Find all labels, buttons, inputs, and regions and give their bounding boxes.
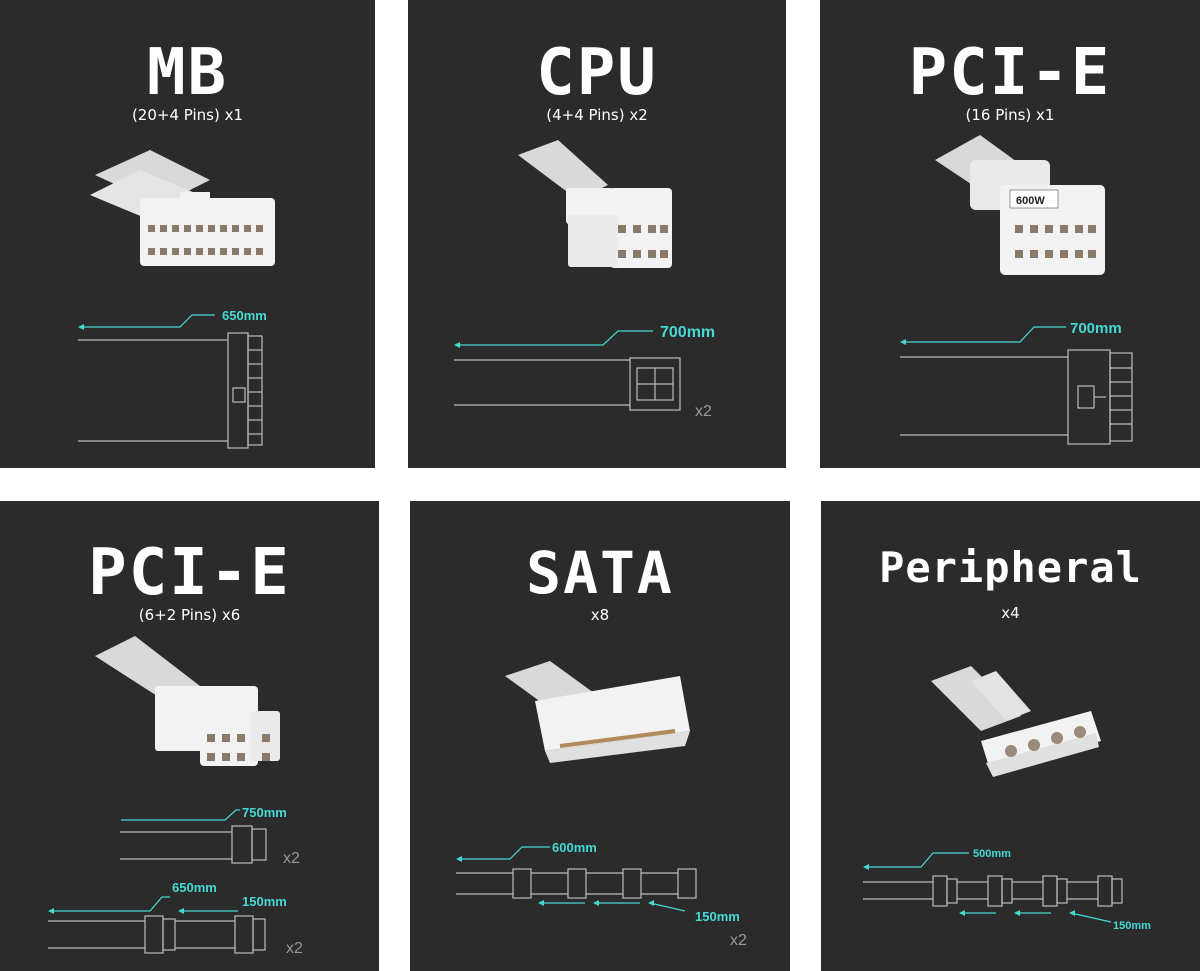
- peripheral-diagram: 500mm 150mm: [863, 666, 1151, 932]
- pcie-16pin-diagram: 600W 700mm: [900, 135, 1133, 445]
- panel-cpu: CPU (4+4 Pins) x2 700mm x2: [408, 0, 786, 468]
- length-arrow: [80, 314, 215, 328]
- quantity-label: x2: [283, 850, 300, 867]
- connector-label: 600W: [1016, 195, 1045, 207]
- panel-title: CPU: [536, 36, 658, 110]
- panel-title: PCI-E: [88, 536, 291, 610]
- panel-pcie-8pin: PCI-E (6+2 Pins) x6 750mm 650mm 150mm: [0, 501, 379, 971]
- atx-24pin-connector-icon: [90, 150, 275, 266]
- panel-subtitle: (20+4 Pins) x1: [131, 106, 244, 124]
- quantity-label: x2: [286, 940, 303, 957]
- quantity-label: x2: [730, 932, 747, 949]
- panel-pcie-16pin: PCI-E (16 Pins) x1 600W 700mm: [820, 0, 1200, 468]
- panel-subtitle: x8: [590, 606, 610, 624]
- panel-title: SATA: [526, 539, 674, 607]
- length-label: 700mm: [1070, 320, 1122, 337]
- 12vhpwr-connector-icon: 600W: [935, 135, 1105, 275]
- length-label: 150mm: [1113, 920, 1151, 932]
- panel-title: PCI-E: [908, 36, 1112, 110]
- pcie-8pin-diagram: 750mm 650mm 150mm x2 x2: [48, 636, 303, 957]
- length-label: 650mm: [222, 308, 267, 323]
- length-label: 750mm: [242, 805, 287, 820]
- pcie-8pin-connector-icon: [95, 636, 280, 766]
- panel-subtitle: (6+2 Pins) x6: [138, 606, 241, 624]
- length-label: 650mm: [172, 880, 217, 895]
- panel-subtitle: (4+4 Pins) x2: [546, 106, 648, 124]
- sata-connector-icon: [505, 661, 690, 763]
- quantity-label: x2: [695, 403, 712, 420]
- panel-title: MB: [146, 36, 229, 110]
- panel-mb: MB (20+4 Pins) x1 650mm: [0, 0, 375, 468]
- panel-title: Peripheral: [879, 543, 1142, 592]
- sata-diagram: 600mm 150mm x2: [456, 661, 747, 949]
- length-label: 150mm: [242, 894, 287, 909]
- length-label: 150mm: [695, 909, 740, 924]
- length-label: 600mm: [552, 840, 597, 855]
- panel-subtitle: (16 Pins) x1: [965, 106, 1055, 124]
- panel-subtitle: x4: [1001, 604, 1020, 622]
- eps-8pin-connector-icon: [518, 140, 672, 268]
- length-label: 500mm: [973, 848, 1011, 860]
- length-label: 700mm: [660, 324, 715, 341]
- mb-diagram: 650mm: [78, 150, 275, 449]
- panel-peripheral: Peripheral x4 500mm 150mm: [821, 501, 1200, 971]
- cpu-diagram: 700mm x2: [454, 140, 715, 420]
- panel-sata: SATA x8 600mm 150mm x: [410, 501, 790, 971]
- molex-connector-icon: [931, 666, 1101, 777]
